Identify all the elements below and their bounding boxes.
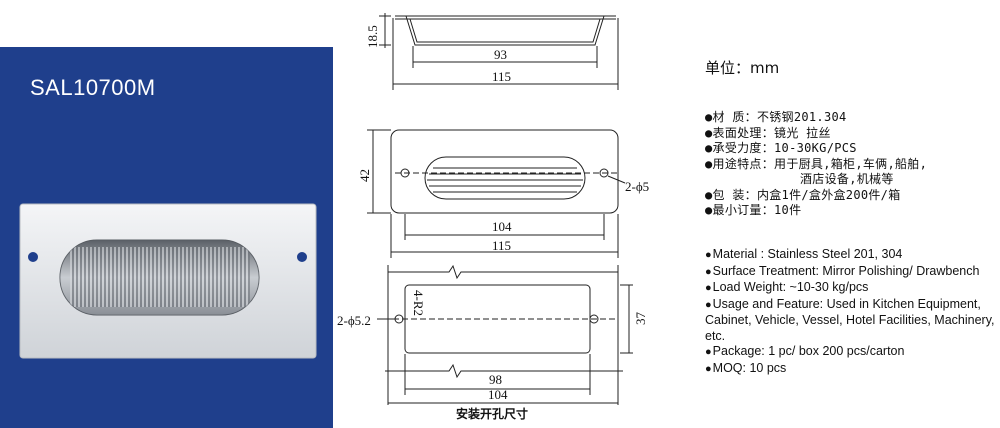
product-photo-handle bbox=[19, 203, 317, 359]
spec-cn-package: ●包 装：内盒1件/盒外盒200件/箱 bbox=[705, 187, 901, 202]
spec-list-cn: ●材 质：不锈钢201.304 ●表面处理：镜光 拉丝 ●承受力度：10-30K… bbox=[705, 110, 927, 219]
spec-cn-load: ●承受力度：10-30KG/PCS bbox=[705, 141, 857, 155]
model-code: SAL10700M bbox=[30, 75, 156, 100]
spec-cn-surface: ●表面处理：镜光 拉丝 bbox=[705, 125, 831, 140]
product-photo-panel: SAL10700M bbox=[0, 47, 333, 428]
dim-side-height: 18.5 bbox=[365, 25, 380, 48]
spec-en-usage: ●Usage and Feature: Used in Kitchen Equi… bbox=[705, 296, 995, 343]
spec-en-load: ●Load Weight: ~10-30 kg/pcs bbox=[705, 280, 869, 294]
top-view-drawing bbox=[367, 129, 626, 258]
dim-cutout-hole-spec: 2-ϕ5.2 bbox=[337, 313, 371, 328]
spec-en-material: ●Material : Stainless Steel 201, 304 bbox=[705, 247, 903, 261]
side-view-drawing bbox=[379, 13, 619, 90]
spec-en-surface: ●Surface Treatment: Mirror Polishing/ Dr… bbox=[705, 263, 980, 278]
spec-cn-material: ●材 质：不锈钢201.304 bbox=[705, 110, 847, 124]
mount-hole-left bbox=[28, 252, 38, 262]
spec-en-package: ●Package: 1 pc/ box 200 pcs/carton bbox=[705, 344, 905, 358]
spec-panel: 单位：mm ●材 质：不锈钢201.304 ●表面处理：镜光 拉丝 ●承受力度：… bbox=[703, 0, 1000, 428]
cutout-caption: 安装开孔尺寸 bbox=[456, 406, 528, 421]
unit-label: 单位：mm bbox=[705, 59, 780, 77]
technical-drawings: 18.5 93 115 42 2-ϕ5 104 115 2-ϕ5.2 4-R2 … bbox=[337, 13, 649, 421]
dim-top-pitch: 104 bbox=[492, 219, 512, 234]
spec-cn-usage: ●用途特点：用于厨具,箱柜,车俩,船舶, bbox=[705, 156, 928, 171]
dim-top-outer-width: 115 bbox=[492, 238, 511, 253]
dim-side-inner-width: 93 bbox=[494, 47, 507, 62]
spec-cn-moq: ●最小订量：10件 bbox=[705, 203, 802, 217]
dim-side-outer-width: 115 bbox=[492, 69, 511, 84]
dim-corner-radius: 4-R2 bbox=[411, 290, 426, 316]
dim-cutout-inner-width: 98 bbox=[489, 372, 502, 387]
cutout-view-drawing bbox=[377, 264, 633, 405]
spec-en-moq: ●MOQ: 10 pcs bbox=[705, 360, 787, 375]
dim-cutout-outer-width: 104 bbox=[488, 387, 508, 402]
spec-cn-usage-cont: 酒店设备,机械等 bbox=[800, 172, 894, 186]
dim-cutout-height: 37 bbox=[633, 312, 648, 326]
dim-top-height: 42 bbox=[357, 169, 372, 182]
mount-hole-right bbox=[297, 252, 307, 262]
dim-hole-spec: 2-ϕ5 bbox=[625, 179, 649, 194]
spec-list-en: ●Material : Stainless Steel 201, 304 ●Su… bbox=[705, 247, 995, 377]
